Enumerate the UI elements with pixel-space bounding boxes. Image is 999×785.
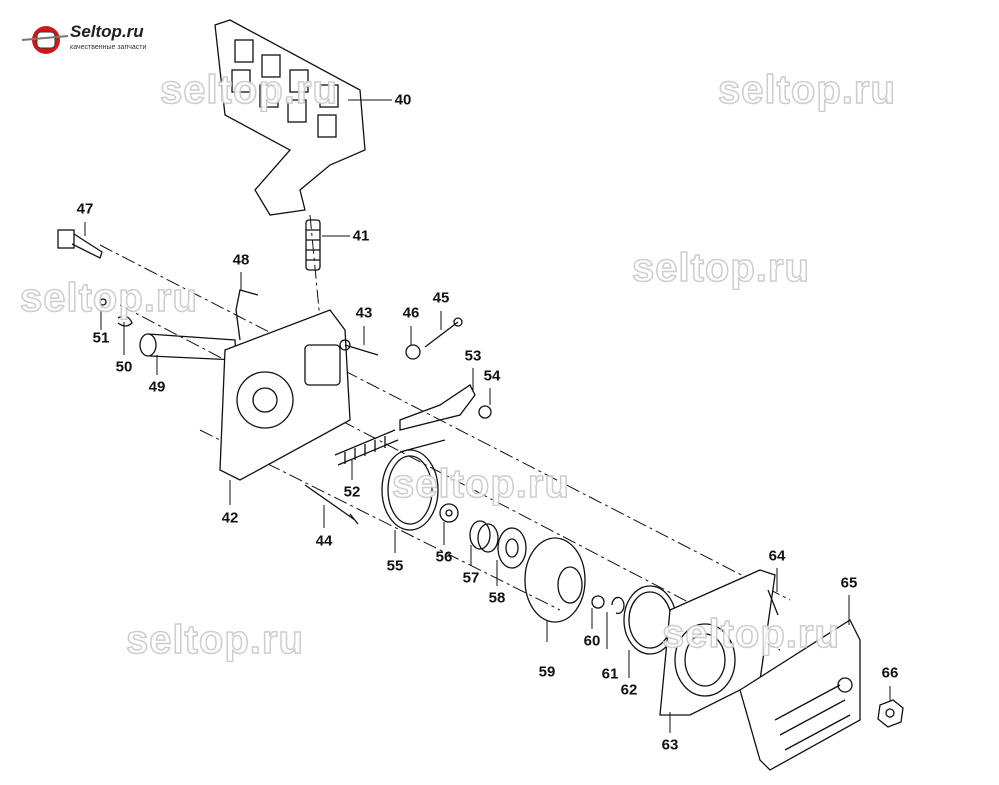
leader-lines <box>84 99 891 733</box>
watermark: seltop.ru <box>391 461 570 507</box>
part-label: 62 <box>620 681 638 699</box>
fist-logo-icon <box>21 26 69 54</box>
part-label: 52 <box>343 483 361 501</box>
part-50-clip <box>117 315 133 327</box>
part-46-nut <box>405 344 421 360</box>
part-label: 44 <box>315 532 333 550</box>
part-label: 57 <box>462 569 480 587</box>
part-label: 42 <box>221 509 239 527</box>
part-60-washer <box>591 595 605 609</box>
part-label: 40 <box>394 91 412 109</box>
watermark: seltop.ru <box>159 67 338 113</box>
part-label: 55 <box>386 557 404 575</box>
part-51-screw <box>99 298 107 306</box>
part-65-sprocket-cover <box>739 619 861 771</box>
part-58-clutch <box>497 527 527 569</box>
watermark: seltop.ru <box>19 275 198 321</box>
part-61-clip <box>611 596 625 615</box>
part-42-chain-brake-housing <box>219 309 351 481</box>
part-48-wire <box>235 289 259 341</box>
part-label: 43 <box>355 304 373 322</box>
part-label: 50 <box>115 358 133 376</box>
part-43-screw <box>339 339 379 356</box>
part-label: 64 <box>768 547 786 565</box>
part-label: 53 <box>464 347 482 365</box>
part-label: 56 <box>435 548 453 566</box>
part-label: 54 <box>483 367 501 385</box>
part-47-bolt <box>57 229 103 259</box>
part-55-brake-band <box>381 439 446 531</box>
logo-subtitle: качественные запчасти <box>70 44 147 51</box>
watermark: seltop.ru <box>661 611 840 657</box>
part-label: 47 <box>76 200 94 218</box>
part-label: 59 <box>538 663 556 681</box>
part-label: 51 <box>92 329 110 347</box>
part-44-screw <box>304 484 359 525</box>
part-label: 58 <box>488 589 506 607</box>
part-label: 60 <box>583 632 601 650</box>
part-label: 46 <box>402 304 420 322</box>
watermark: seltop.ru <box>125 617 304 663</box>
part-label: 66 <box>881 664 899 682</box>
watermark: seltop.ru <box>631 245 810 291</box>
part-52-spring <box>334 429 399 466</box>
part-54-washer <box>478 405 492 419</box>
part-label: 45 <box>432 289 450 307</box>
part-label: 48 <box>232 251 250 269</box>
part-64-screw <box>767 589 779 616</box>
part-53-lever <box>399 384 476 431</box>
part-57-spring <box>469 520 499 553</box>
part-label: 61 <box>601 665 619 683</box>
part-66-nut <box>877 699 904 728</box>
part-40-hand-guard <box>214 19 366 216</box>
part-49-pin <box>139 333 237 361</box>
part-label: 49 <box>148 378 166 396</box>
watermark: seltop.ru <box>717 67 896 113</box>
part-59-sprocket <box>524 537 586 623</box>
part-label: 65 <box>840 574 858 592</box>
part-label: 41 <box>352 227 370 245</box>
part-41-spring <box>305 219 321 271</box>
part-45-screw <box>424 317 463 348</box>
part-label: 63 <box>661 736 679 754</box>
part-56-washer <box>439 503 459 523</box>
logo-title: Seltop.ru <box>70 22 144 41</box>
